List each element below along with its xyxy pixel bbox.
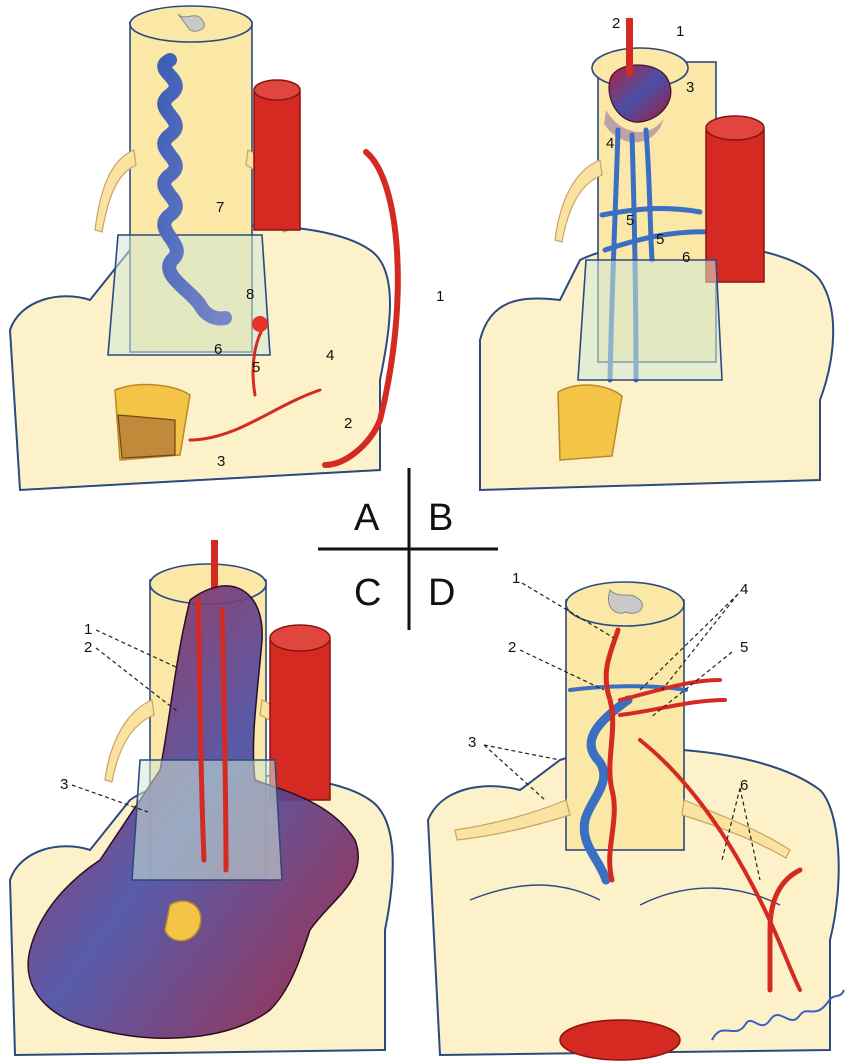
leader-d3a: [484, 745, 560, 760]
label-a2: 2: [344, 415, 352, 432]
aorta-top-a: [254, 80, 300, 100]
label-d1: 1: [512, 570, 520, 587]
epidural-fat-c: [165, 901, 201, 941]
label-d4: 4: [740, 581, 748, 598]
label-d6: 6: [740, 777, 748, 794]
fistula-point-a: [252, 316, 268, 332]
label-a5: 5: [252, 359, 260, 376]
label-a8: 8: [246, 286, 254, 303]
label-a7: 7: [216, 199, 224, 216]
epidural-fat-b: [558, 385, 622, 460]
feeder-artery-c: [211, 540, 218, 590]
label-b3: 3: [686, 79, 694, 96]
label-b4: 4: [606, 135, 614, 152]
label-d3: 3: [468, 734, 476, 751]
letter-a: A: [354, 497, 380, 539]
label-c2: 2: [84, 639, 92, 656]
label-a6: 6: [214, 341, 222, 358]
aorta-d: [560, 1020, 680, 1060]
label-d5: 5: [740, 639, 748, 656]
dural-sac-c: [132, 760, 282, 880]
label-a4: 4: [326, 347, 334, 364]
label-b1: 1: [676, 23, 684, 40]
label-a1: 1: [436, 288, 444, 305]
letter-d: D: [428, 572, 455, 614]
label-b6: 6: [682, 249, 690, 266]
panel-c: 1 2 3: [10, 540, 393, 1055]
label-c1: 1: [84, 621, 92, 638]
label-a3: 3: [217, 453, 225, 470]
panel-a: 7 8 6 5 4 1 2 3: [10, 6, 444, 490]
aorta-a: [254, 92, 300, 230]
feeder-artery-b: [626, 18, 633, 76]
aorta-c: [270, 640, 330, 800]
label-b5b: 5: [656, 231, 664, 248]
panel-index: A B C D: [318, 468, 498, 630]
aorta-top-c: [270, 625, 330, 651]
ligament-a: [118, 415, 175, 458]
label-d2: 2: [508, 639, 516, 656]
letter-b: B: [428, 497, 453, 539]
panel-d: 1 2 3 4 5 6: [428, 570, 839, 1060]
aorta-top-b: [706, 116, 764, 140]
label-b5a: 5: [626, 212, 634, 229]
label-c3: 3: [60, 776, 68, 793]
dural-sac-b: [578, 260, 722, 380]
nerve-root-left-b: [555, 160, 602, 242]
panel-b: 2 1 3 4 5 5 6: [480, 15, 833, 490]
label-b2: 2: [612, 15, 620, 32]
letter-c: C: [354, 572, 381, 614]
